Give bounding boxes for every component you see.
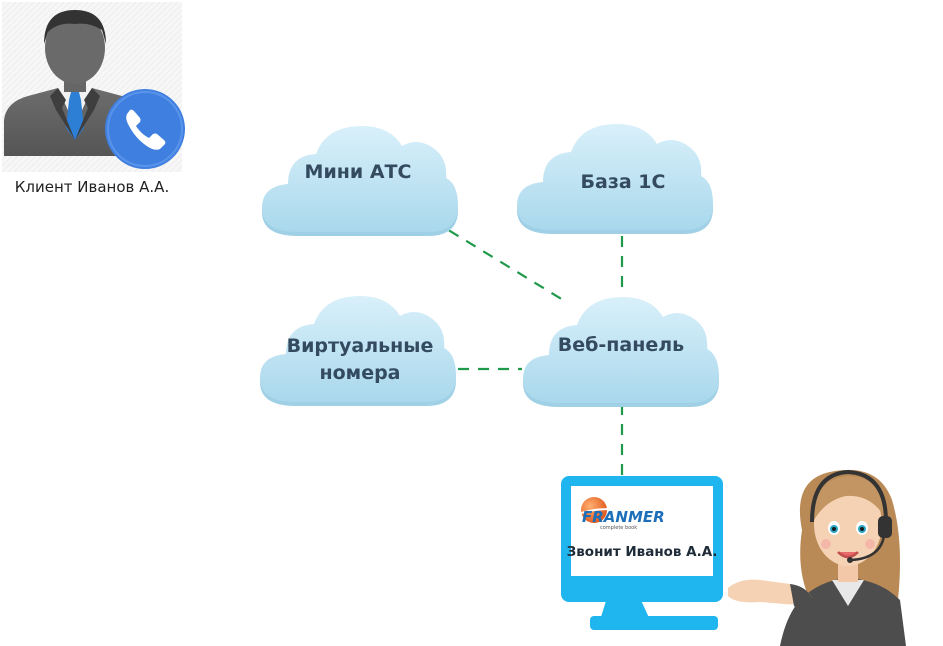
client-avatar [2, 2, 182, 172]
connector-mini-ats-to-web-panel [431, 219, 569, 304]
cloud-base-1c-label: База 1С [581, 171, 666, 193]
cloud-virtual-numbers: Виртуальные номера [260, 296, 456, 406]
headset-icon [810, 469, 888, 523]
operator-avatar [728, 469, 906, 646]
cloud-mini-ats-label: Мини АТС [305, 161, 412, 183]
cloud-web-panel: Веб-панель [523, 297, 719, 407]
cloud-mini-ats: Мини АТС [262, 126, 458, 236]
cloud-base-1c: База 1С [517, 124, 713, 234]
franmer-logo-subtext: complete book [600, 525, 637, 531]
cloud-web-panel-label: Веб-панель [558, 334, 684, 356]
franmer-logo-text: FRANMER [582, 508, 665, 526]
cloud-virtual-numbers-line2: номера [319, 362, 400, 384]
phone-badge [105, 89, 185, 169]
screen-caption: Звонит Иванов А.А. [567, 544, 718, 560]
client-caption: Клиент Иванов А.А. [15, 178, 169, 196]
cloud-virtual-numbers-line1: Виртуальные [287, 335, 434, 357]
monitor: FRANMER complete book Звонит Иванов А.А. [561, 476, 723, 630]
franmer-logo: FRANMER complete book [575, 497, 665, 531]
phone-icon [126, 109, 166, 150]
